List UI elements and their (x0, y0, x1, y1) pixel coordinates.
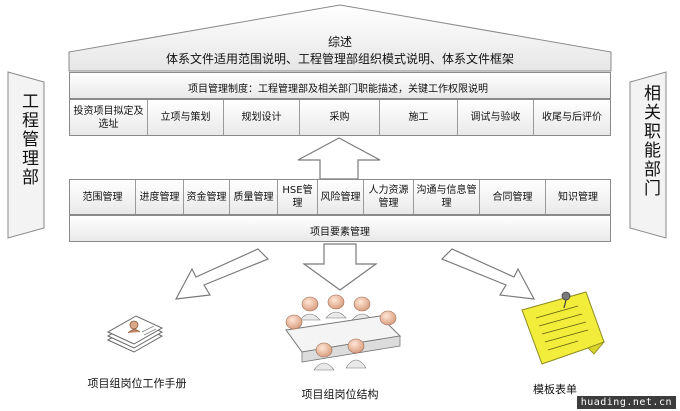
element-cell: 风险管理 (318, 180, 364, 214)
right-side-label-box: 相关职能部门 (628, 70, 668, 240)
element-cell: 沟通与信息管理 (414, 180, 480, 214)
phases-row: 投资项目拟定及选址 立项与策划 规划设计 采购 施工 调试与验收 收尾与后评价 (69, 99, 611, 136)
element-cell: 进度管理 (136, 180, 184, 214)
watermark: huading.net.cn (576, 396, 676, 409)
system-description-text: 项目管理制度：工程管理部及相关部门职能描述，关键工作权限说明 (188, 84, 488, 95)
phase-cell: 投资项目拟定及选址 (70, 100, 148, 135)
down-left-arrow-icon (174, 248, 270, 300)
up-arrow-icon (297, 137, 381, 180)
elements-label-text: 项目要素管理 (310, 227, 370, 238)
phase-cell: 施工 (380, 100, 458, 135)
element-cell: HSE管理 (278, 180, 318, 214)
phase-cell: 采购 (300, 100, 380, 135)
phase-cell: 立项与策划 (148, 100, 224, 135)
left-side-tag-shape (7, 71, 45, 239)
element-cell: 知识管理 (558, 191, 598, 203)
element-cell: 合同管理 (480, 180, 546, 214)
phase-cell: 规划设计 (224, 100, 300, 135)
documents-icon (106, 315, 164, 353)
sticky-note-icon (521, 291, 606, 365)
system-description-box: 项目管理制度：工程管理部及相关部门职能描述，关键工作权限说明 (69, 72, 611, 99)
element-cell: 质量管理 (230, 180, 278, 214)
output-label: 项目组岗位结构 (301, 388, 379, 401)
elements-row: 范围管理 进度管理 资金管理 质量管理 HSE管理 风险管理 人力资源管理 沟通… (69, 179, 611, 215)
element-cell: 资金管理 (184, 180, 230, 214)
roof-subtitle: 体系文件适用范围说明、工程管理部组织模式说明、体系文件框架 (165, 52, 514, 66)
elements-label-box: 项目要素管理 (69, 215, 611, 242)
roof-title: 综述 (327, 35, 352, 49)
left-side-label-box: 工程管理部 (6, 70, 46, 240)
phase-cell: 调试与验收 (458, 100, 534, 135)
down-arrow-icon (302, 243, 378, 291)
phase-cell: 收尾与后评价 (542, 112, 602, 123)
output-label: 模板表单 (533, 383, 577, 396)
output-label: 项目组岗位工作手册 (87, 377, 187, 390)
element-cell: 范围管理 (70, 180, 136, 214)
down-right-arrow-icon (440, 248, 536, 300)
left-side-label: 工程管理部 (18, 92, 38, 187)
meeting-table-icon (285, 294, 402, 371)
right-side-label: 相关职能部门 (640, 84, 660, 198)
roof-shape (68, 4, 612, 72)
element-cell: 人力资源管理 (364, 180, 414, 214)
right-side-tag-shape (629, 71, 667, 239)
